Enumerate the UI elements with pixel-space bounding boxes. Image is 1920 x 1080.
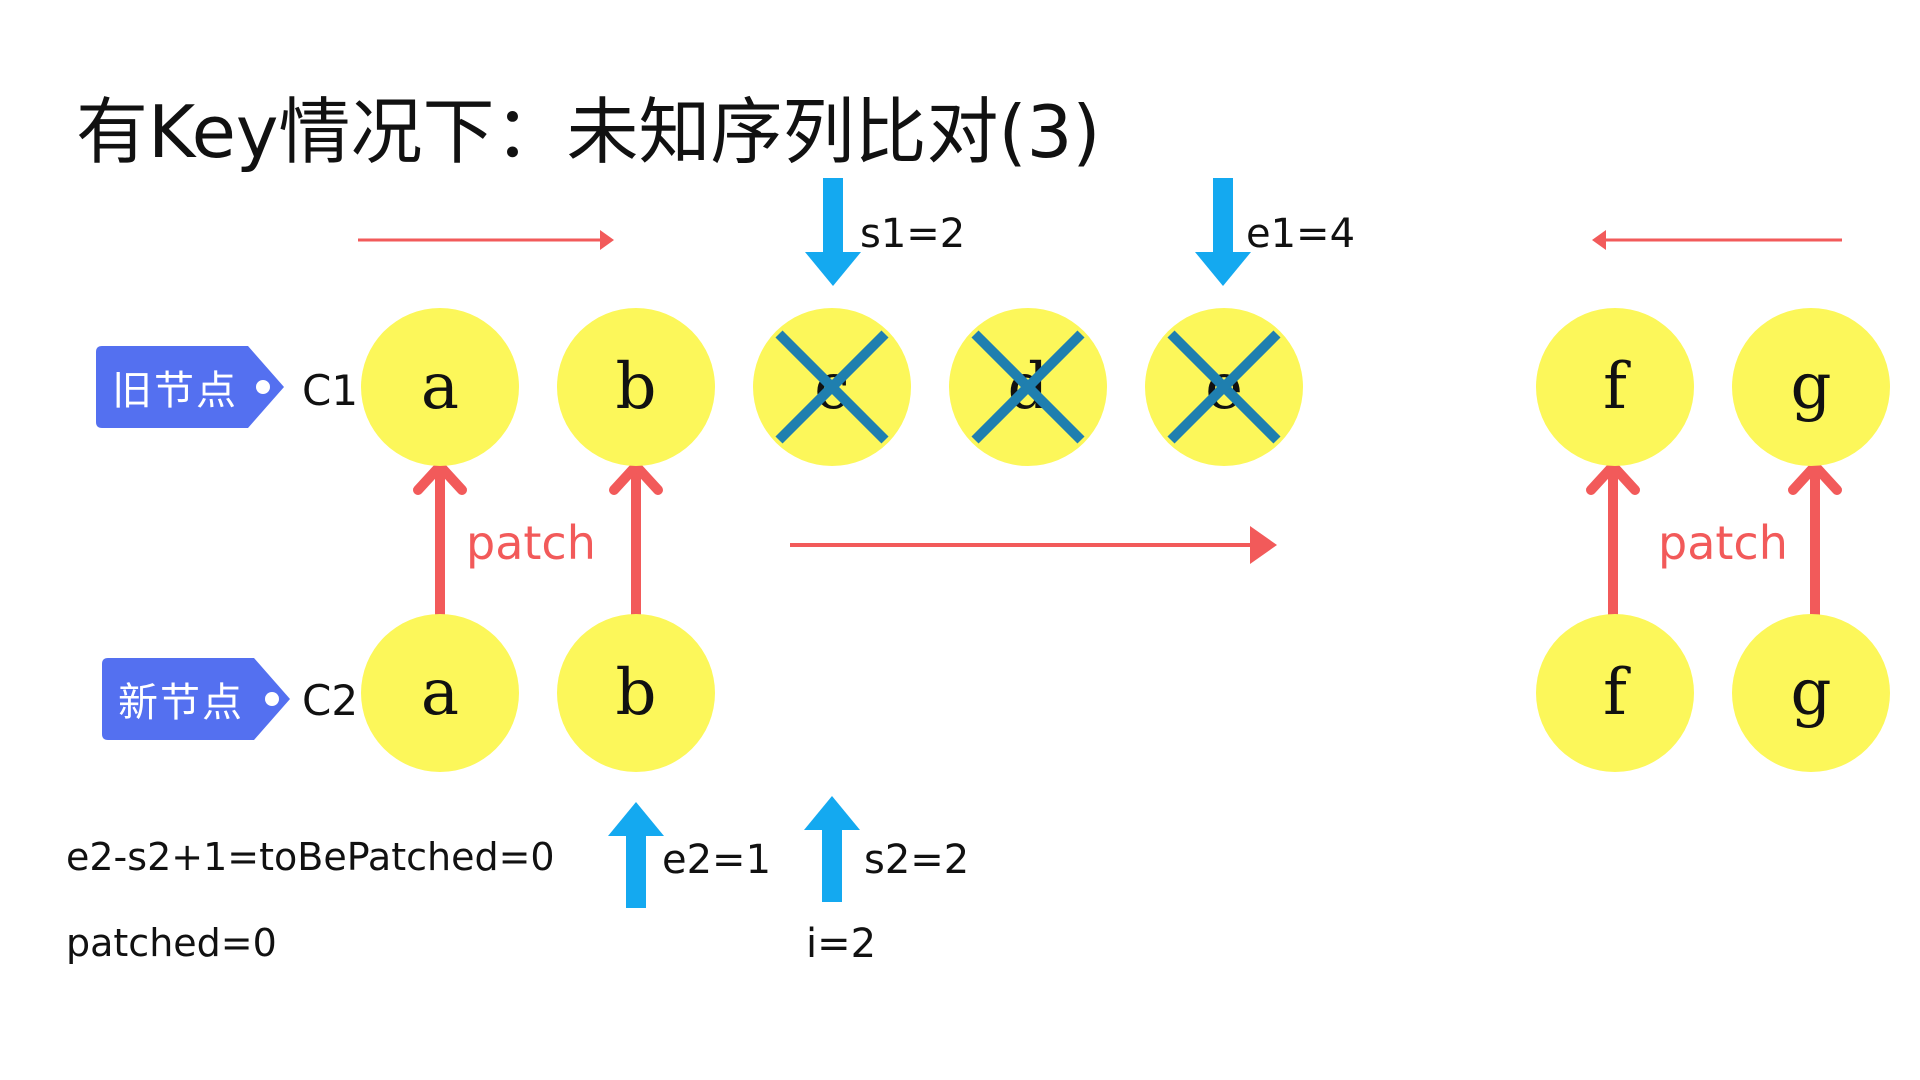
node-key: f (1603, 656, 1627, 730)
e1-pointer-arrow (1195, 178, 1251, 286)
cross-icon (971, 330, 1085, 444)
new-node-a: a (361, 614, 519, 772)
new-row-label: C2 (302, 676, 359, 725)
old-node-d: d (949, 308, 1107, 466)
s2-label: s2=2 (864, 837, 970, 883)
s1-label: s1=2 (860, 211, 966, 257)
e1-label: e1=4 (1246, 211, 1356, 257)
old-node-e: e (1145, 308, 1303, 466)
node-key: a (420, 350, 460, 424)
old-node-f: f (1536, 308, 1694, 466)
old-row-label: C1 (302, 366, 359, 415)
tag-shape (102, 658, 290, 740)
old-nodes-tag: 旧节点 (96, 346, 286, 428)
direction-arrow-right (358, 230, 614, 250)
node-key: b (615, 350, 657, 424)
node-key: g (1790, 656, 1832, 730)
new-nodes-tag-label: 新节点 (118, 680, 244, 726)
i-label: i=2 (806, 921, 877, 967)
node-key: f (1603, 350, 1627, 424)
patch-arrow-f (1586, 461, 1640, 627)
s2-pointer-arrow (804, 796, 860, 902)
e2-pointer-arrow (608, 802, 664, 908)
patch-arrow-b (609, 461, 663, 627)
patch-arrow-a (413, 461, 467, 627)
node-key: b (615, 656, 657, 730)
old-node-a: a (361, 308, 519, 466)
page-title: 有Key情况下：未知序列比对(3) (76, 90, 1101, 174)
patched-text: patched=0 (66, 921, 277, 965)
tag-shape (96, 346, 284, 428)
old-nodes-tag-label: 旧节点 (112, 368, 238, 414)
new-node-b: b (557, 614, 715, 772)
cross-icon (1167, 330, 1281, 444)
node-key: a (420, 656, 460, 730)
e2-label: e2=1 (662, 837, 772, 883)
new-node-f: f (1536, 614, 1694, 772)
old-node-c: c (753, 308, 911, 466)
new-node-g: g (1732, 614, 1890, 772)
s1-pointer-arrow (805, 178, 861, 286)
new-nodes-tag: 新节点 (102, 658, 292, 740)
cross-icon (775, 330, 889, 444)
old-node-b: b (557, 308, 715, 466)
progress-arrow (790, 526, 1277, 564)
node-key: g (1790, 350, 1832, 424)
patch-arrow-g (1788, 461, 1842, 627)
patch-label-right: patch (1658, 516, 1788, 570)
to-be-patched-text: e2-s2+1=toBePatched=0 (66, 835, 555, 879)
old-node-g: g (1732, 308, 1890, 466)
patch-label-left: patch (466, 516, 596, 570)
direction-arrow-left (1592, 230, 1842, 250)
